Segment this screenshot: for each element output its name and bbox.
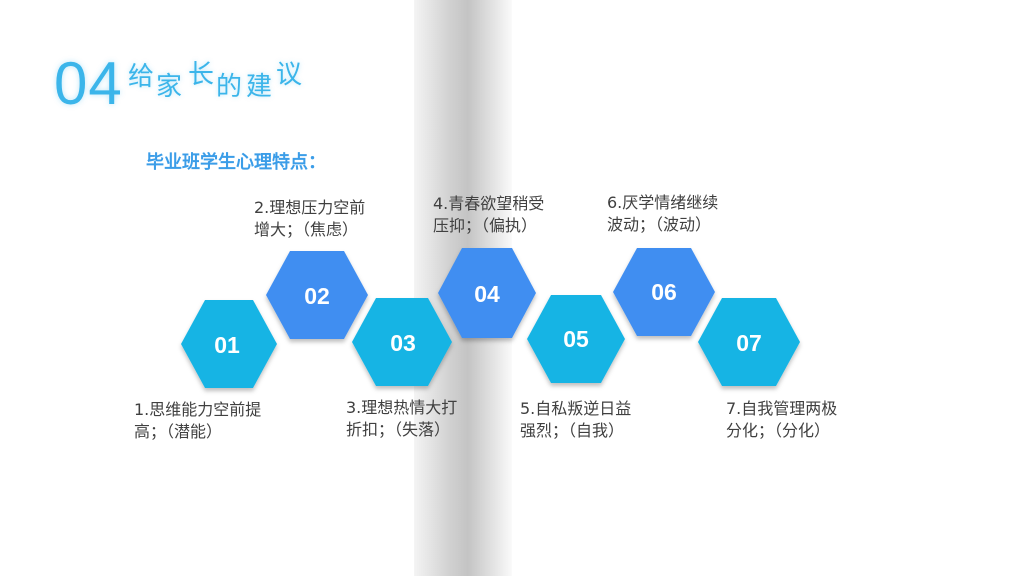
hex-shape-02 — [266, 251, 368, 339]
hex-label-01: 01 — [214, 332, 240, 358]
hexagon-07: 07 — [698, 298, 800, 386]
note-04-line-1: 4.青春欲望稍受 — [433, 194, 545, 213]
hex-shape-07 — [698, 298, 800, 386]
hex-shape-03 — [352, 298, 452, 386]
hexagon-04: 04 — [438, 248, 536, 338]
hex-shape-01 — [181, 300, 277, 388]
hex-label-07: 07 — [736, 330, 762, 356]
note-07: 7.自我管理两极 分化；（分化） — [726, 398, 876, 442]
note-07-line-2: 分化；（分化） — [726, 421, 831, 440]
note-07-line-1: 7.自我管理两极 — [726, 399, 838, 418]
note-06-line-2: 波动；（波动） — [607, 215, 712, 234]
hexagon-05: 05 — [527, 295, 625, 383]
title-char-6: 议 — [276, 60, 303, 90]
hex-shape-04 — [438, 248, 536, 338]
note-03-line-2: 折扣；（失落） — [346, 420, 451, 439]
hex-label-02: 02 — [304, 283, 330, 309]
hexagon-06: 06 — [613, 248, 715, 336]
note-02: 2.理想压力空前 增大；（焦虑） — [254, 197, 404, 241]
hexagon-01: 01 — [181, 300, 277, 388]
note-03: 3.理想热情大打 折扣；（失落） — [346, 397, 496, 441]
note-05-line-1: 5.自私叛逆日益 — [520, 399, 632, 418]
title-char-3: 长 — [188, 60, 215, 90]
hex-label-06: 06 — [651, 279, 677, 305]
title-char-1: 给 — [128, 62, 155, 92]
note-05: 5.自私叛逆日益 强烈；（自我） — [520, 398, 670, 442]
note-03-line-1: 3.理想热情大打 — [346, 398, 458, 417]
subtitle: 毕业班学生心理特点： — [146, 152, 326, 173]
hex-shape-06 — [613, 248, 715, 336]
hex-shape-05 — [527, 295, 625, 383]
hex-label-05: 05 — [563, 326, 589, 352]
title-char-2: 家 — [156, 72, 183, 102]
hexagon-03: 03 — [352, 298, 452, 386]
section-number: 04 — [54, 50, 123, 117]
note-01-line-1: 1.思维能力空前提 — [134, 400, 262, 419]
note-05-line-2: 强烈；（自我） — [520, 421, 625, 440]
hex-label-04: 04 — [474, 281, 500, 307]
note-01-line-2: 高；（潜能） — [134, 422, 223, 441]
hex-label-03: 03 — [390, 330, 416, 356]
title-char-4: 的 — [216, 72, 243, 102]
note-02-line-1: 2.理想压力空前 — [254, 198, 366, 217]
note-01: 1.思维能力空前提 高；（潜能） — [134, 399, 284, 443]
note-02-line-2: 增大；（焦虑） — [254, 220, 359, 239]
hexagon-02: 02 — [266, 251, 368, 339]
note-06-line-1: 6.厌学情绪继续 — [607, 193, 719, 212]
title-char-5: 建 — [246, 72, 273, 102]
note-04-line-2: 压抑；（偏执） — [433, 216, 538, 235]
note-04: 4.青春欲望稍受 压抑；（偏执） — [433, 193, 583, 237]
note-06: 6.厌学情绪继续 波动；（波动） — [607, 192, 757, 236]
